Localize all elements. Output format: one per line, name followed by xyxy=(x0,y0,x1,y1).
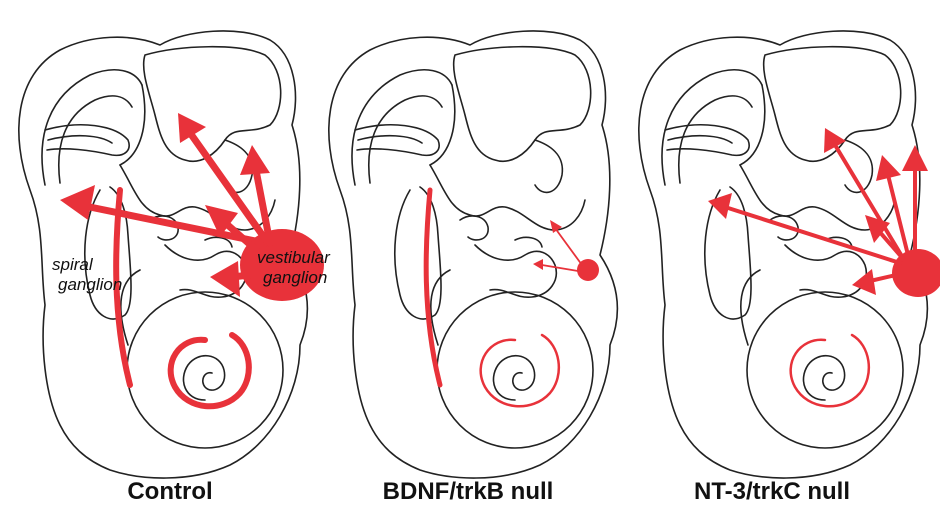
caption-nt3-trkc-null: NT-3/trkC null xyxy=(622,478,922,506)
cochlear-spiral xyxy=(791,335,869,406)
caption-control: Control xyxy=(20,478,320,506)
vestibular-ganglion-label: vestibular ganglion xyxy=(257,248,335,287)
projection-arrows xyxy=(533,220,582,271)
panel-bdnf-trkb-null xyxy=(329,31,618,478)
panel-control: spiral ganglion vestibular ganglion xyxy=(19,31,335,478)
cochlear-spiral xyxy=(481,335,559,406)
spiral-ganglion-label: spiral ganglion xyxy=(52,255,122,294)
cochlear-spiral xyxy=(171,335,249,406)
caption-bdnf-trkb-null: BDNF/trkB null xyxy=(318,478,618,506)
panel-nt3-trkc-null xyxy=(639,31,940,478)
